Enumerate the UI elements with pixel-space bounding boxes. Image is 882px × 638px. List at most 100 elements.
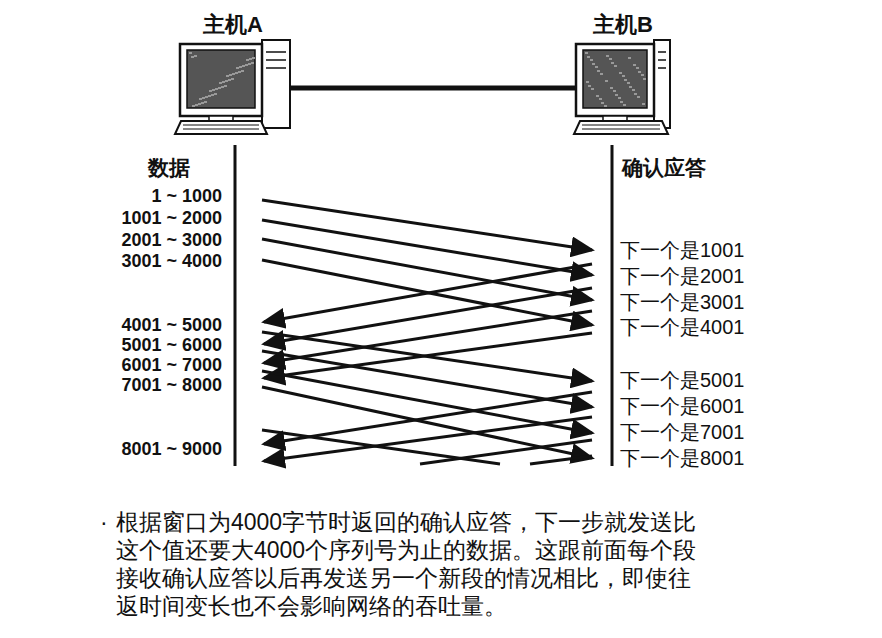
drive-slot (658, 59, 666, 61)
screen-texture (189, 52, 192, 54)
tower (262, 40, 290, 128)
screen-texture (590, 59, 593, 61)
screen-texture (251, 62, 254, 64)
screen-texture (605, 80, 608, 82)
screen-texture (620, 101, 623, 103)
drive-slot (658, 67, 666, 69)
segment-arrows (262, 200, 592, 464)
screen-texture (588, 85, 591, 87)
data-range: 8001 ~ 9000 (121, 439, 222, 461)
screen-texture (614, 65, 617, 67)
screen-texture (199, 98, 202, 100)
screen-texture (252, 57, 255, 59)
screen-texture (226, 75, 229, 77)
screen-texture (228, 79, 231, 81)
computer-icon (175, 40, 290, 134)
data-range: 1 ~ 1000 (151, 186, 222, 208)
screen-texture (613, 90, 616, 92)
computer-icon (574, 40, 670, 134)
drive-slot (266, 59, 286, 61)
screen-texture (623, 104, 626, 106)
screen-texture (194, 55, 197, 57)
screen-texture (246, 59, 249, 61)
screen-texture (591, 88, 594, 90)
screen-texture (242, 65, 245, 67)
screen-texture (599, 98, 602, 100)
network-cable (290, 86, 578, 91)
ack-label: 下一个是6001 (620, 394, 745, 418)
screen-texture (619, 72, 622, 74)
screen-texture (634, 93, 637, 95)
screen (187, 50, 255, 108)
screen-texture (224, 85, 227, 87)
ack-label: 下一个是4001 (620, 315, 745, 339)
ack-label: 下一个是7001 (620, 420, 745, 444)
screen-texture (198, 103, 201, 105)
screen-texture (219, 82, 222, 84)
screen-texture (211, 94, 214, 96)
keyboard (175, 121, 267, 134)
screen-texture (587, 56, 590, 58)
screen-texture (610, 87, 613, 89)
data-range: 2001 ~ 3000 (121, 230, 222, 252)
screen-texture (239, 66, 242, 68)
screen-texture (627, 82, 630, 84)
screen-texture (245, 64, 248, 66)
screen-texture (214, 93, 217, 95)
screen-texture (585, 52, 588, 54)
screen-texture (225, 80, 228, 82)
screen-texture (622, 75, 625, 77)
timeline-a (234, 145, 237, 466)
data-range: 3001 ~ 4000 (121, 251, 222, 273)
screen-texture (641, 74, 644, 76)
drive-slot (658, 51, 666, 53)
data-range: 6001 ~ 7000 (121, 355, 222, 377)
tower (654, 40, 670, 128)
screen-texture (212, 89, 215, 91)
keys (582, 129, 660, 130)
keys (183, 129, 259, 130)
screen-texture (600, 73, 603, 75)
screen-texture (601, 102, 604, 104)
host-label: 主机B (572, 10, 674, 40)
screen-texture (611, 62, 614, 64)
screen-texture (597, 70, 600, 72)
screen (583, 50, 647, 108)
host-label: 主机A (172, 10, 294, 40)
screen-texture (592, 63, 595, 65)
screen-texture (606, 55, 609, 57)
screen-texture (615, 94, 618, 96)
bullet: · (100, 509, 108, 537)
screen-texture (195, 104, 198, 106)
screen-texture (618, 97, 621, 99)
screen-texture (637, 96, 640, 98)
screen-texture (191, 56, 194, 58)
screen-texture (221, 86, 224, 88)
drive-slot (266, 51, 286, 53)
monitor (180, 44, 262, 116)
screen-texture (215, 88, 218, 90)
screen-texture (643, 78, 646, 80)
screen-texture (248, 63, 251, 65)
ack-label: 下一个是8001 (620, 446, 745, 470)
screen-texture (604, 105, 607, 107)
screen-texture (629, 86, 632, 88)
host-computer: 主机A (172, 10, 294, 138)
screen-texture (192, 105, 195, 107)
data-range: 1001 ~ 2000 (121, 208, 222, 230)
screen-texture (229, 74, 232, 76)
screen-texture (633, 64, 636, 66)
screen-texture (638, 71, 641, 73)
data-range: 5001 ~ 6000 (121, 335, 222, 357)
keyboard (574, 121, 668, 134)
screen-texture (238, 71, 241, 73)
screen-texture (235, 72, 238, 74)
screen-texture (624, 79, 627, 81)
screen-texture (642, 103, 645, 105)
screen-texture (218, 87, 221, 89)
keys (183, 125, 259, 126)
screen-texture (636, 67, 639, 69)
screen-texture (586, 81, 589, 83)
screen-texture (202, 97, 205, 99)
screen-texture (232, 73, 235, 75)
